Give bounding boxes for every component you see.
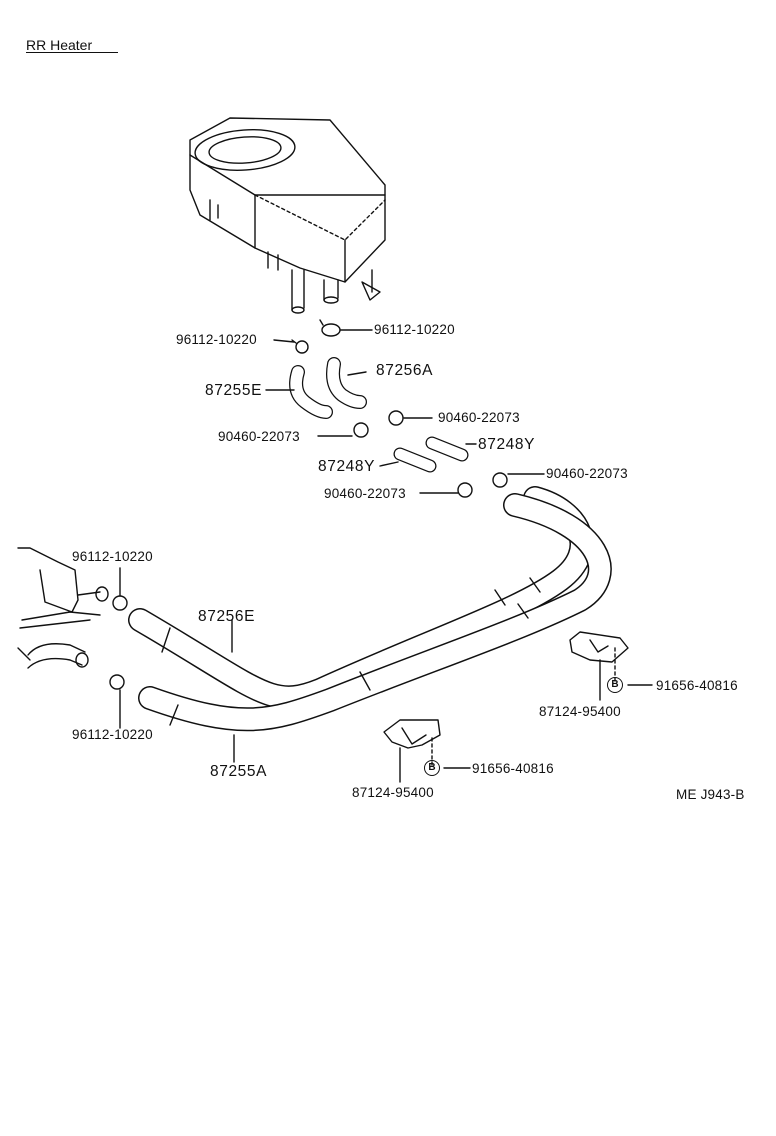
label-clamp-90460-d: 90460-22073 (546, 466, 628, 481)
heater-unit (189, 117, 386, 314)
clamp-90460-a (388, 410, 404, 426)
label-bolt-91656-center: 91656-40816 (472, 761, 554, 776)
label-clamp-90460-c: 90460-22073 (324, 486, 406, 501)
clamp-90460-d (492, 472, 508, 488)
title-underline (26, 52, 118, 53)
label-bolt-91656-right: 91656-40816 (656, 678, 738, 693)
label-clamp-96112-mid-upper: 96112-10220 (72, 549, 153, 564)
clamp-90460-b (353, 422, 369, 438)
engine-side-fittings (17, 547, 109, 669)
bolt-marker-center: B (424, 760, 440, 776)
bolt-marker-right: B (607, 677, 623, 693)
label-hose-87255a: 87255A (210, 763, 268, 780)
title: RR Heater (26, 37, 93, 53)
clamp-90460-c (457, 482, 473, 498)
label-hose-87256a: 87256A (376, 362, 434, 379)
clamp-96112-mid-upper (112, 595, 128, 611)
label-clamp-96112-top-right: 96112-10220 (374, 322, 455, 337)
bracket-87124-right (569, 631, 629, 663)
label-bracket-87124-center: 87124-95400 (352, 785, 434, 800)
bracket-87124-center (383, 719, 441, 749)
clamp-96112-mid-lower (109, 674, 125, 690)
label-hose-87255e: 87255E (205, 382, 263, 399)
label-hose-87256e: 87256E (198, 608, 256, 625)
label-clamp-96112-mid-lower: 96112-10220 (72, 727, 153, 742)
label-clamp-90460-a: 90460-22073 (438, 410, 520, 425)
label-clamp-90460-b: 90460-22073 (218, 429, 300, 444)
diagram-code: ME J943-B (676, 787, 745, 802)
label-clamp-96112-top-left: 96112-10220 (176, 332, 257, 347)
clamp-96112-top-right (319, 319, 341, 337)
label-pipe-87248y-right: 87248Y (478, 436, 536, 453)
label-bracket-87124-right: 87124-95400 (539, 704, 621, 719)
label-pipe-87248y-left: 87248Y (318, 458, 376, 475)
